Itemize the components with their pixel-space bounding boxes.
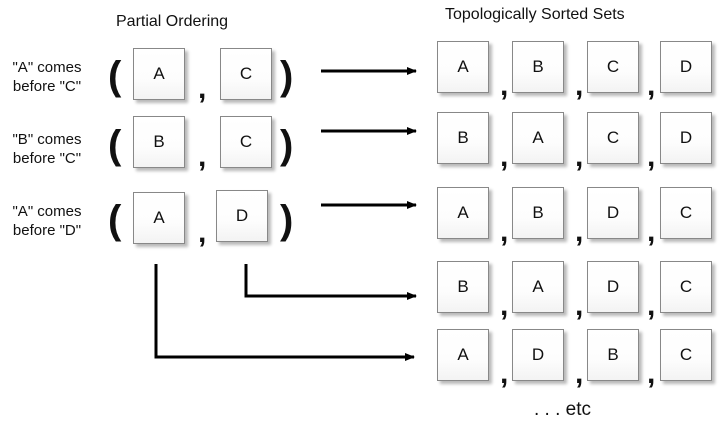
sorted-box: C <box>660 187 712 239</box>
rule-label-line: "A" comes <box>12 203 82 220</box>
open-paren: ( <box>108 54 122 98</box>
sorted-box: C <box>587 112 639 164</box>
rule-label: "A" comes before "C" <box>0 58 97 96</box>
sorted-box: A <box>437 41 489 93</box>
sorted-box: A <box>437 187 489 239</box>
comma: , <box>575 215 584 248</box>
pair-box: B <box>133 116 185 168</box>
comma: , <box>500 289 509 322</box>
sorted-box: A <box>512 112 564 164</box>
rule-label-line: "A" comes <box>12 59 82 76</box>
sorted-box: D <box>587 261 639 313</box>
comma: , <box>500 215 509 248</box>
rule-label: "A" comes before "D" <box>0 202 97 240</box>
comma: , <box>647 215 656 248</box>
partial-ordering-header: Partial Ordering <box>116 13 229 30</box>
rule-label-line: before "C" <box>12 150 82 167</box>
comma: , <box>500 140 509 173</box>
comma: , <box>198 140 207 173</box>
sorted-box: C <box>587 41 639 93</box>
pair-box: A <box>133 192 185 244</box>
comma: , <box>647 69 656 102</box>
sorted-box: D <box>660 112 712 164</box>
comma: , <box>575 357 584 390</box>
sorted-box: B <box>437 261 489 313</box>
sorted-box: D <box>587 187 639 239</box>
arrow-from-a <box>154 264 415 361</box>
comma: , <box>500 69 509 102</box>
close-paren: ) <box>280 54 294 98</box>
comma: , <box>575 69 584 102</box>
comma: , <box>500 357 509 390</box>
pair-box: C <box>220 48 272 100</box>
close-paren: ) <box>280 123 294 167</box>
rule-label-line: before "D" <box>12 222 82 239</box>
pair-box: A <box>133 48 185 100</box>
comma: , <box>647 289 656 322</box>
open-paren: ( <box>108 198 122 242</box>
sorted-box: A <box>437 329 489 381</box>
pair-box: D <box>216 190 268 242</box>
open-paren: ( <box>108 123 122 167</box>
sorted-box: D <box>660 41 712 93</box>
sorted-box: A <box>512 261 564 313</box>
comma: , <box>647 140 656 173</box>
sorted-box: C <box>660 329 712 381</box>
sorted-box: C <box>660 261 712 313</box>
comma: , <box>198 216 207 249</box>
rule-label-line: "B" comes <box>12 131 82 148</box>
comma: , <box>575 289 584 322</box>
rule-label: "B" comes before "C" <box>0 130 97 168</box>
arrow-from-d <box>244 264 417 300</box>
sorted-box: B <box>512 41 564 93</box>
sorted-sets-header: Topologically Sorted Sets <box>445 6 625 23</box>
close-paren: ) <box>280 198 294 242</box>
comma: , <box>647 357 656 390</box>
sorted-box: B <box>587 329 639 381</box>
comma: , <box>575 140 584 173</box>
etc-label: . . . etc <box>534 399 592 420</box>
rule-label-line: before "C" <box>12 78 82 95</box>
pair-box: C <box>220 116 272 168</box>
sorted-box: B <box>512 187 564 239</box>
comma: , <box>198 72 207 105</box>
sorted-box: B <box>437 112 489 164</box>
sorted-box: D <box>512 329 564 381</box>
